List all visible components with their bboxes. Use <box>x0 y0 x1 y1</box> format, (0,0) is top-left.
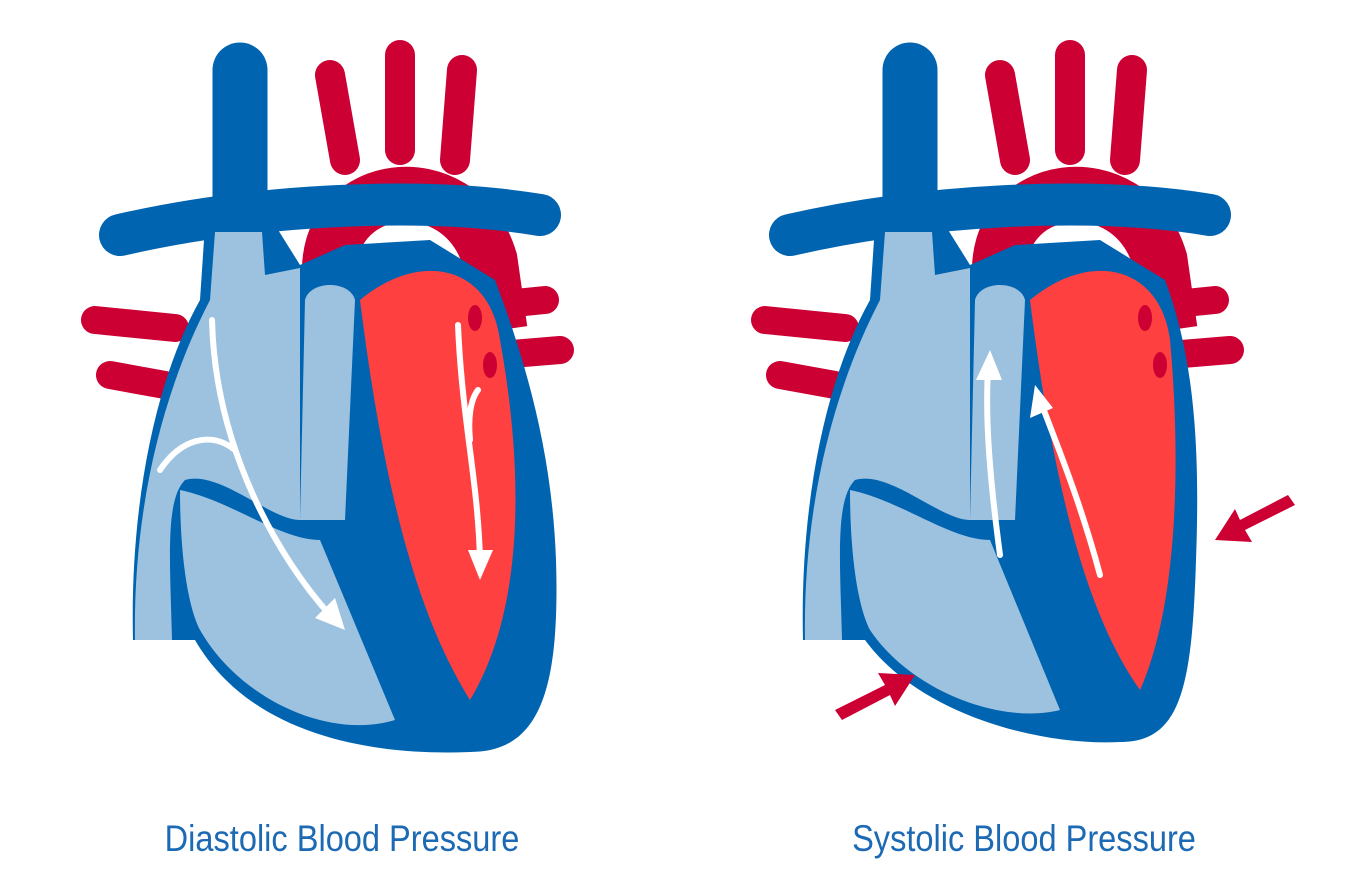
heart-base <box>81 40 574 753</box>
systolic-caption: Systolic Blood Pressure <box>852 818 1196 859</box>
arrowheads <box>315 550 493 630</box>
compression-arrows <box>835 495 1295 720</box>
diastolic-caption: Diastolic Blood Pressure <box>164 818 520 859</box>
diastolic-heart-illustration <box>81 40 574 753</box>
heart-base <box>751 40 1244 743</box>
blood-flow-arrows <box>984 367 1103 578</box>
blood-flow-arrows <box>157 317 483 618</box>
systolic-heart-illustration <box>751 40 1295 743</box>
arrowheads <box>976 350 1053 418</box>
